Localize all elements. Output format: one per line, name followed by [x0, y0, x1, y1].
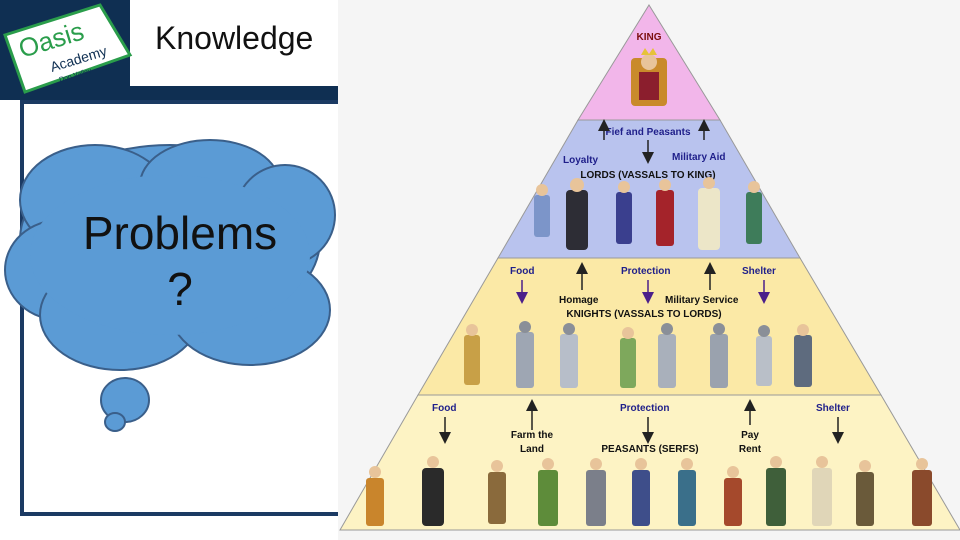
label-protection-1: Protection [621, 266, 670, 277]
cloud-text-line2: ? [167, 263, 193, 315]
thought-cloud [4, 139, 336, 432]
label-fief: Fief and Peasants [605, 127, 690, 138]
label-shelter-2: Shelter [816, 403, 850, 414]
label-shelter-1: Shelter [742, 266, 776, 277]
label-homage: Homage [559, 295, 599, 306]
label-food-2: Food [432, 403, 456, 414]
peasants-figures [366, 456, 932, 526]
king-figure [631, 48, 667, 106]
label-king: KING [637, 32, 662, 43]
label-military-aid: Military Aid [672, 152, 726, 163]
cloud-text: Problems ? [40, 205, 320, 317]
label-land: Land [520, 444, 544, 455]
label-military-service: Military Service [665, 295, 739, 306]
logo-badge [3, 3, 133, 94]
header-title-area [130, 0, 340, 86]
label-protection-2: Protection [620, 403, 669, 414]
label-farm-the: Farm the [511, 430, 554, 441]
cloud-text-line1: Problems [82, 207, 278, 259]
label-pay: Pay [741, 430, 759, 441]
label-lords: LORDS (VASSALS TO KING) [580, 170, 715, 181]
label-rent: Rent [739, 444, 762, 455]
label-loyalty: Loyalty [563, 155, 598, 166]
lords-figures [534, 177, 762, 250]
content-frame [20, 100, 338, 516]
label-food-1: Food [510, 266, 534, 277]
knights-figures [464, 321, 812, 388]
feudal-pyramid: KING Fief and Peasants Loyalty Military … [338, 0, 960, 540]
page-title: Knowledge [155, 20, 314, 56]
school-logo: Oasis Academy Don Valley [3, 3, 133, 94]
label-peasants: PEASANTS (SERFS) [601, 444, 698, 455]
label-knights: KNIGHTS (VASSALS TO LORDS) [566, 309, 721, 320]
